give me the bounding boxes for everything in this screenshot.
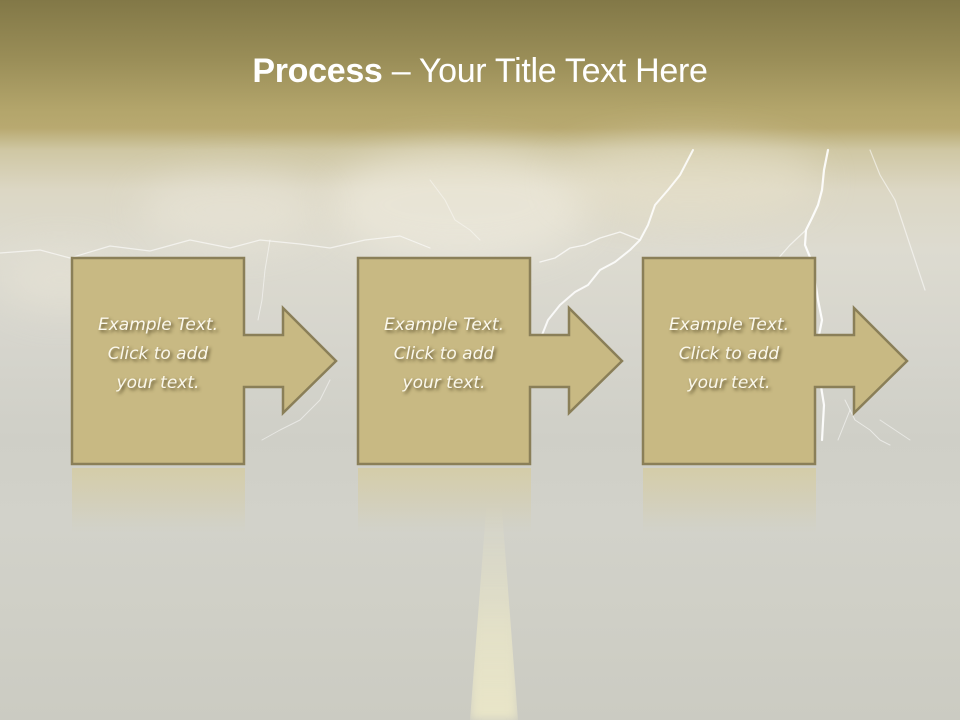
shape-reflection <box>643 468 816 532</box>
slide-title[interactable]: Process – Your Title Text Here <box>0 52 960 91</box>
box-arrow-shape <box>70 256 338 532</box>
title-bold-text: Process <box>252 52 383 90</box>
cloud-highlight <box>140 175 320 245</box>
box-arrow-shape <box>356 256 624 532</box>
step-text[interactable]: Example Text. Click to add your text. <box>383 315 505 393</box>
step-text[interactable]: Example Text. Click to add your text. <box>97 315 219 393</box>
shape-reflection <box>358 468 531 532</box>
shape-reflection <box>72 468 245 532</box>
box-arrow-shape <box>641 256 909 532</box>
process-step-3[interactable]: Example Text. Click to add your text. <box>641 256 960 537</box>
cloud-highlight <box>560 140 820 220</box>
step-text[interactable]: Example Text. Click to add your text. <box>668 315 790 393</box>
cloud-highlight <box>330 150 590 260</box>
process-step-1[interactable]: Example Text. Click to add your text. <box>70 256 411 537</box>
process-step-2[interactable]: Example Text. Click to add your text. <box>356 256 697 537</box>
title-rest-text: – Your Title Text Here <box>382 52 708 90</box>
